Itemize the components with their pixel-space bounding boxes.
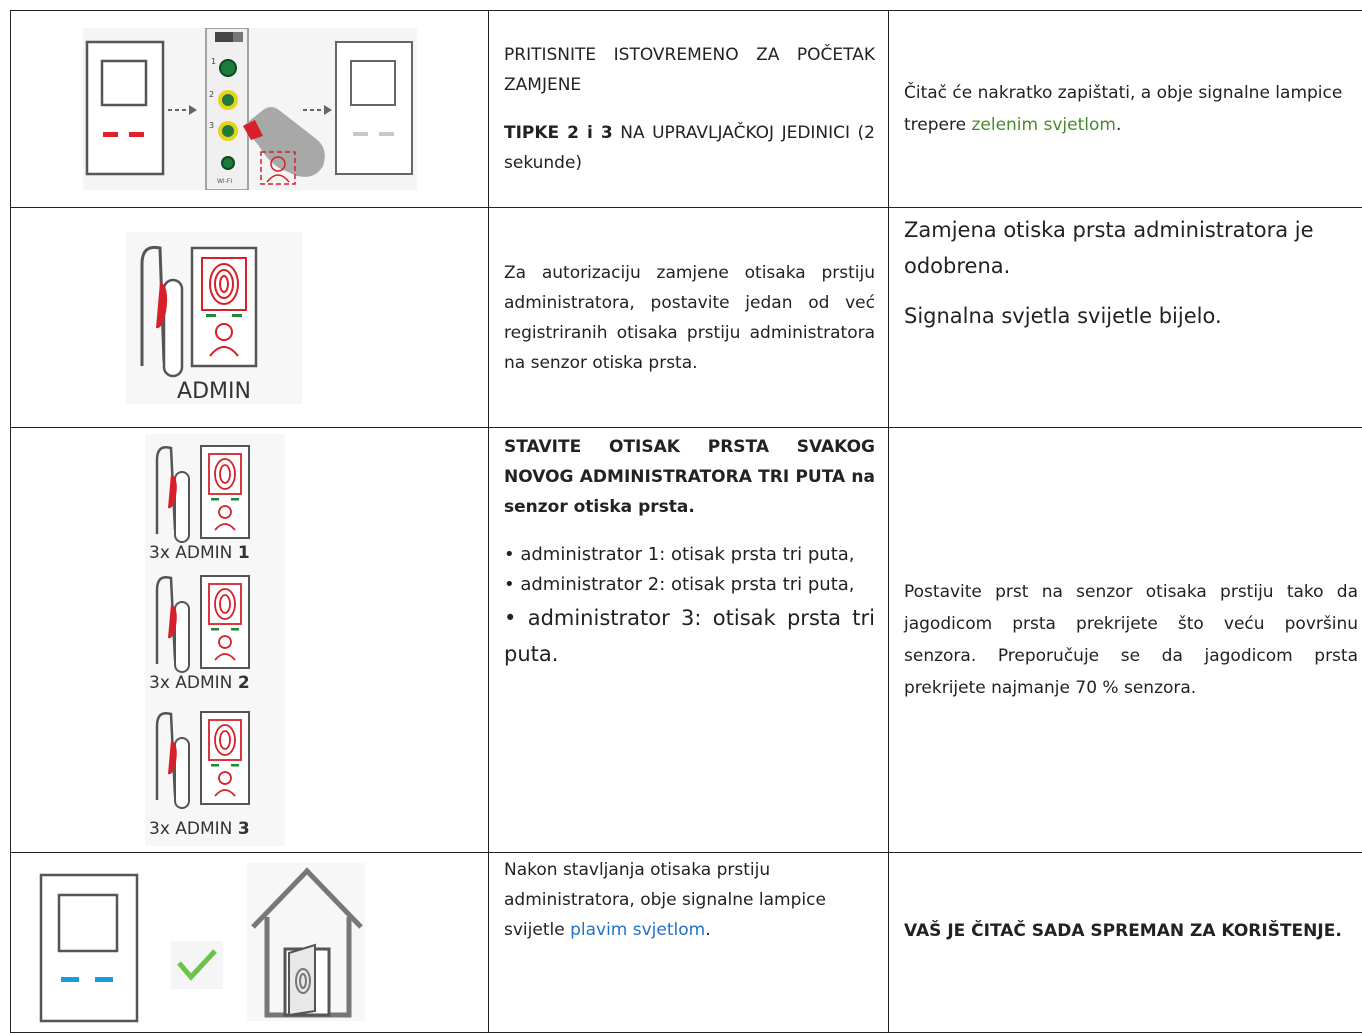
step-2-result-line-2: Signalna svjetla svijetle bijelo. <box>904 304 1222 328</box>
admin-2-fingerprint-icon <box>155 575 250 673</box>
pressing-hand-icon <box>242 107 325 185</box>
admin-fingerprint-illustration: ADMIN <box>125 231 302 404</box>
step-row-1: 1 2 3 WI-FI <box>10 10 1362 208</box>
step-2-result-cell: Zamjena otiska prsta administratora je o… <box>888 207 1362 428</box>
instruction-table: 1 2 3 WI-FI <box>10 10 1362 1033</box>
control-unit-icon: 1 2 3 WI-FI <box>204 28 249 190</box>
admin-2-label: 3x ADMIN 2 <box>149 673 250 693</box>
step-1-result-cell: Čitač će nakratko zapištati, a obje sign… <box>888 10 1362 208</box>
admin-1-label: 3x ADMIN 1 <box>149 543 250 563</box>
step-1-result-text: Čitač će nakratko zapištati, a obje sign… <box>889 77 1362 141</box>
step-1-result-suffix: . <box>1115 115 1122 135</box>
step-4-instruction-cell: Nakon stavljanja otisaka prstiju adminis… <box>488 852 889 1033</box>
step-4-illustration-cell <box>10 852 489 1033</box>
three-admins-illustration: 3x ADMIN 1 3x ADMIN 2 <box>144 434 285 846</box>
admin-label: ADMIN <box>177 379 251 404</box>
step-3-result: Postavite prst na senzor otisaka prstiju… <box>904 582 1358 698</box>
step-2-result-line-1: Zamjena otiska prsta administratora je o… <box>904 218 1314 278</box>
step-4-blue-light: plavim svjetlom <box>570 920 706 940</box>
step-1-instruction-cell: PRITISNITE ISTOVREMENO ZA POČETAK ZAMJEN… <box>488 10 889 208</box>
step-row-3: 3x ADMIN 1 3x ADMIN 2 <box>10 427 1362 853</box>
finger-on-sensor-icon <box>140 245 257 377</box>
wifi-label: WI-FI <box>217 178 232 185</box>
step-2-illustration-cell: ADMIN <box>10 207 489 428</box>
button-label-3: 3 <box>209 121 214 130</box>
step-3-bullet-3: • administrator 3: otisak prsta tri puta… <box>504 606 875 666</box>
step-1-instruction-rest: NA UPRAVLJAČKOJ JEDINICI (2 sekunde) <box>504 123 875 173</box>
reader-ready-illustration <box>39 862 365 1022</box>
admin-3-fingerprint-icon <box>155 711 250 809</box>
arrow-right-icon <box>167 105 197 115</box>
button-label-2: 2 <box>209 90 214 99</box>
step-3-bullet-1: • administrator 1: otisak prsta tri puta… <box>504 544 855 565</box>
step-1-result-prefix: Čitač će nakratko zapištati, a obje sign… <box>904 83 1343 135</box>
press-buttons-illustration: 1 2 3 WI-FI <box>82 28 417 190</box>
step-3-instruction-bold: STAVITE OTISAK PRSTA SVAKOG NOVOG ADMINI… <box>504 437 875 517</box>
step-1-instruction-detail: TIPKE 2 i 3 NA UPRAVLJAČKOJ JEDINICI (2 … <box>504 118 875 178</box>
step-4-result: VAŠ JE ČITAČ SADA SPREMAN ZA KORIŠTENJE. <box>904 920 1342 941</box>
step-1-buttons-bold: TIPKE 2 i 3 <box>504 123 613 143</box>
button-label-1: 1 <box>211 57 216 66</box>
step-4-instruction: Nakon stavljanja otisaka prstiju adminis… <box>504 860 826 940</box>
step-3-result-cell: Postavite prst na senzor otisaka prstiju… <box>888 427 1362 853</box>
reader-white-indicators-icon <box>334 41 413 175</box>
step-3-illustration-cell: 3x ADMIN 1 3x ADMIN 2 <box>10 427 489 853</box>
step-3-bullet-2: • administrator 2: otisak prsta tri puta… <box>504 574 855 595</box>
reader-blue-indicators-icon <box>39 873 139 1022</box>
step-1-result-green: zelenim svjetlom <box>971 115 1116 135</box>
step-row-4: Nakon stavljanja otisaka prstiju adminis… <box>10 852 1362 1033</box>
step-row-2: ADMIN Za autorizaciju zamjene otisaka pr… <box>10 207 1362 428</box>
arrow-right-icon <box>302 105 332 115</box>
reader-red-indicators-icon <box>85 40 164 176</box>
step-2-result: Zamjena otiska prsta administratora je o… <box>889 208 1362 334</box>
step-3-instruction-cell: STAVITE OTISAK PRSTA SVAKOG NOVOG ADMINI… <box>488 427 889 853</box>
admin-3-label: 3x ADMIN 3 <box>149 819 250 839</box>
step-2-instruction: Za autorizaciju zamjene otisaka prstiju … <box>504 262 875 373</box>
checkmark-icon <box>177 948 217 981</box>
step-2-instruction-cell: Za autorizaciju zamjene otisaka prstiju … <box>488 207 889 428</box>
admin-1-fingerprint-icon <box>155 445 250 543</box>
step-1-instruction-line: PRITISNITE ISTOVREMENO ZA POČETAK ZAMJEN… <box>504 45 875 95</box>
house-door-fingerprint-icon <box>247 862 365 1021</box>
step-4-result-cell: VAŠ JE ČITAČ SADA SPREMAN ZA KORIŠTENJE. <box>888 852 1362 1033</box>
step-1-illustration-cell: 1 2 3 WI-FI <box>10 10 489 208</box>
